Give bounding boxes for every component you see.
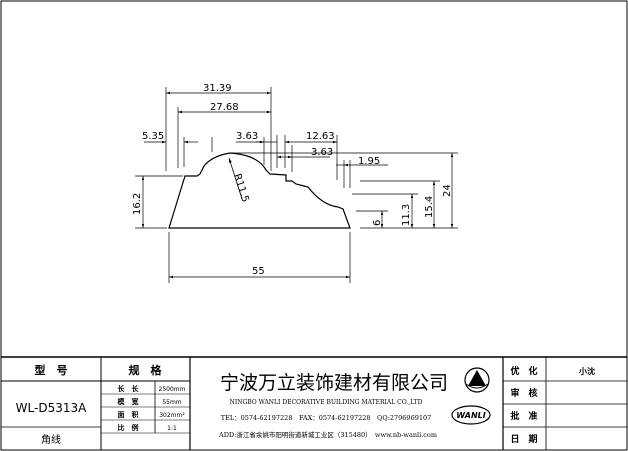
wanli-logo-text: WANLI <box>456 411 486 420</box>
dimension-line-left <box>135 176 183 228</box>
profile-outline <box>169 153 350 228</box>
approve-label: 批 准 <box>510 410 537 422</box>
title-block: 型 号 规 格 WL-D5313A 角线 长 长 2500mm 模 宽 55mm… <box>1 357 627 450</box>
review-label: 审 核 <box>510 387 537 399</box>
wanli-logo-icon: WANLI <box>452 406 490 424</box>
company-name-en: NINGBO WANLI DECORATIVE BUILDING MATERIA… <box>230 399 423 406</box>
dim-24: 24 <box>442 184 453 197</box>
dim-27-68: 27.68 <box>210 102 239 113</box>
company-emblem-icon <box>465 368 489 392</box>
optimize-value: 小沈 <box>578 366 595 376</box>
dim-16-2: 16.2 <box>132 193 143 215</box>
dimension-lines-top <box>144 87 388 188</box>
dim-31-39: 31.39 <box>203 83 232 94</box>
model-value: WL-D5313A <box>16 401 87 415</box>
company-name-cn: 宁波万立装饰建材有限公司 <box>220 372 448 394</box>
spec-scale-label: 比 例 <box>118 423 139 432</box>
spec-length-value: 2500mm <box>159 386 186 393</box>
company-contact: TEL：0574-62197228 FAX：0574-62197228 QQ:2… <box>221 414 432 422</box>
spec-area-label: 面 积 <box>118 410 139 419</box>
dim-3-63-a: 3.63 <box>236 131 258 142</box>
model-header: 型 号 <box>35 363 68 377</box>
dim-6: 6 <box>372 220 383 226</box>
dim-55: 55 <box>252 266 265 277</box>
dim-12-63: 12.63 <box>306 131 335 142</box>
dim-1-95: 1.95 <box>358 156 380 167</box>
spec-header: 规 格 <box>129 363 163 377</box>
dim-15-4: 15.4 <box>424 196 435 218</box>
company-address: ADD:浙江省余姚市阳明街道新城工业区（315480） www.nb-wanli… <box>218 430 437 439</box>
dimension-lines-right <box>232 153 458 228</box>
radius-label: R11.5 <box>231 173 250 204</box>
spec-area-value: 302mm² <box>159 412 185 419</box>
radius-leader: R11.5 <box>229 158 251 204</box>
date-label: 日 期 <box>510 433 537 445</box>
name-value: 角线 <box>41 433 61 446</box>
spec-width-label: 模 宽 <box>118 397 139 406</box>
spec-width-value: 55mm <box>162 399 181 406</box>
dim-3-63-b: 3.63 <box>311 147 333 158</box>
dim-5-35: 5.35 <box>142 131 164 142</box>
dimension-line-bottom <box>169 232 350 283</box>
dim-11-3: 11.3 <box>401 204 412 226</box>
optimize-label: 优 化 <box>510 365 537 377</box>
spec-length-label: 长 长 <box>118 384 140 393</box>
spec-scale-value: 1:1 <box>167 425 177 432</box>
